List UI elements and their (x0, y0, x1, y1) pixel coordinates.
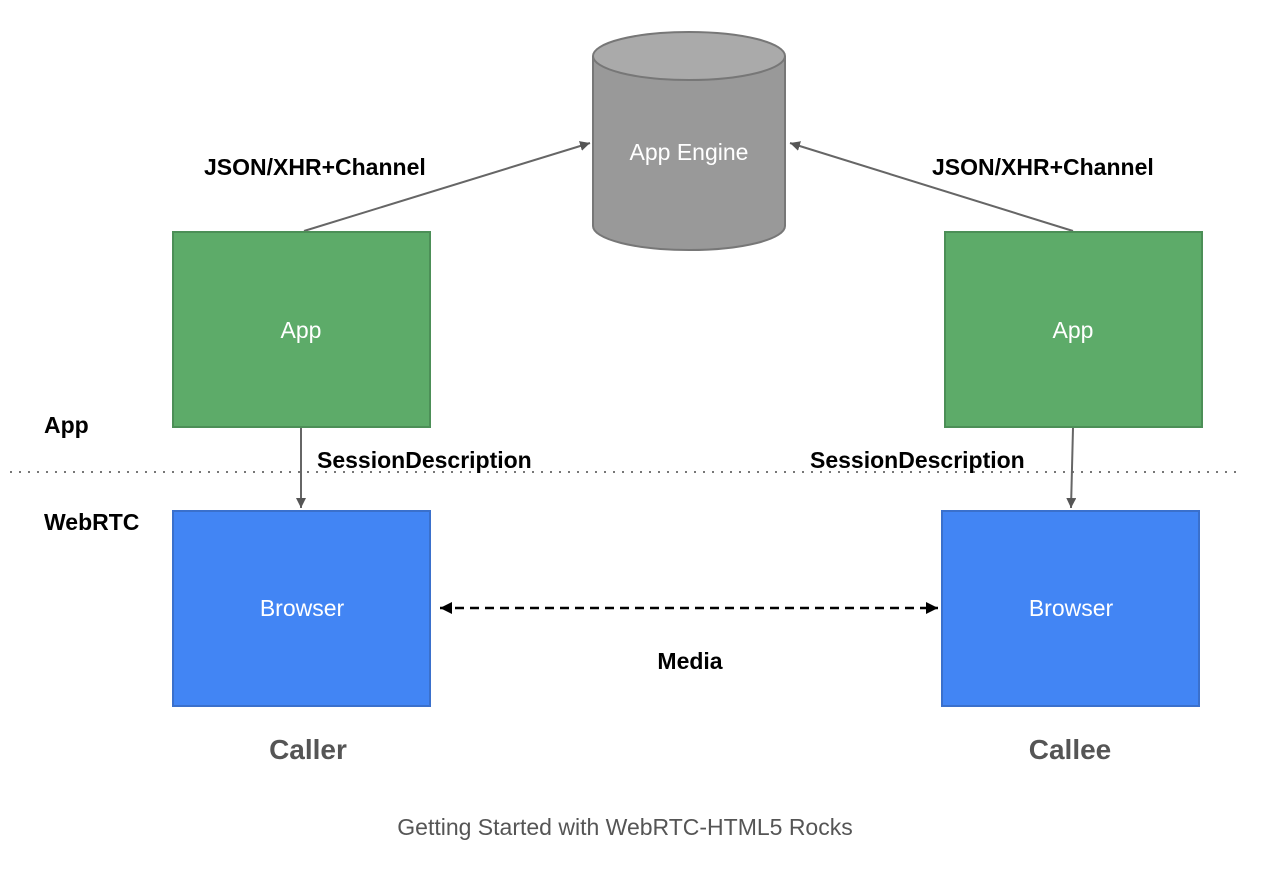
app-engine-label: App Engine (630, 139, 749, 165)
caller-channel-label: JSON/XHR+Channel (204, 154, 426, 180)
callee-app-box: App (944, 231, 1203, 428)
caller-browser-box: Browser (172, 510, 431, 707)
callee-session-arrow (1066, 427, 1077, 509)
callee-channel-label: JSON/XHR+Channel (932, 154, 1154, 180)
callee-app-label: App (1053, 317, 1094, 343)
caller-browser-label: Browser (260, 595, 345, 621)
app-engine-cylinder: App Engine (592, 31, 786, 251)
figure-caption: Getting Started with WebRTC-HTML5 Rocks (397, 814, 853, 840)
app-layer-label: App (44, 412, 89, 438)
caller-app-label: App (281, 317, 322, 343)
callee-browser-box: Browser (941, 510, 1200, 707)
callee-browser-label: Browser (1029, 595, 1114, 621)
media-label: Media (657, 648, 722, 674)
caller-role-label: Caller (269, 734, 347, 765)
callee-to-engine-arrow (789, 141, 1074, 232)
callee-role-label: Callee (1029, 734, 1112, 765)
caller-app-box: App (172, 231, 431, 428)
webrtc-layer-label: WebRTC (44, 509, 139, 535)
caller-to-engine-arrow (303, 141, 591, 232)
callee-session-label: SessionDescription (810, 447, 1025, 473)
caller-session-label: SessionDescription (317, 447, 532, 473)
